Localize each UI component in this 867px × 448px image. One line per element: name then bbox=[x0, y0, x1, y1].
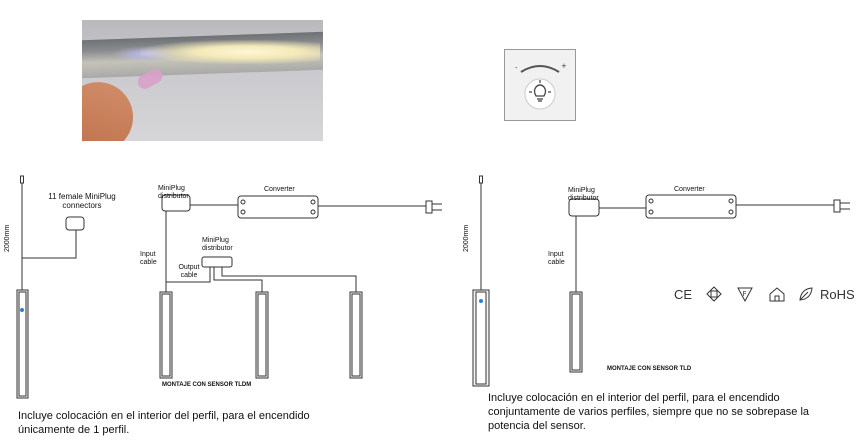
input-cable-label-right: Input cable bbox=[548, 251, 565, 266]
converter-label: Converter bbox=[264, 186, 295, 193]
right-single-profile bbox=[472, 175, 490, 387]
assembly-title-right: MONTAJE CON SENSOR TLD bbox=[607, 366, 692, 372]
caption-right: Incluye colocación en el interior del pe… bbox=[488, 392, 810, 432]
f-mark-icon: F bbox=[737, 286, 753, 305]
svg-text:-: - bbox=[515, 64, 518, 72]
distributor-label-right: MiniPlug distributor bbox=[568, 187, 599, 202]
left-single-profile bbox=[16, 175, 85, 399]
home-icon bbox=[768, 286, 786, 305]
distributor-label: MiniPlug distributor bbox=[158, 185, 189, 200]
length-label-left: 2000mm bbox=[4, 224, 11, 252]
right-multi-system bbox=[568, 194, 850, 373]
sensor-touch-icon: - + bbox=[504, 49, 576, 121]
assembly-title-left: MONTAJE CON SENSOR TLDM bbox=[162, 382, 252, 388]
ce-mark-icon: CE bbox=[674, 287, 693, 302]
sensor-dot bbox=[20, 308, 24, 312]
eco-leaf-icon bbox=[798, 286, 814, 305]
distributor2-label: MiniPlug distributor bbox=[202, 237, 233, 252]
connectors-label: 11 female MiniPlug connectors bbox=[48, 192, 116, 210]
converter-label-right: Converter bbox=[674, 186, 705, 193]
touch-photo bbox=[82, 20, 323, 141]
warm-glow bbox=[140, 40, 320, 64]
svg-text:+: + bbox=[561, 62, 567, 70]
input-cable-label: Input cable bbox=[140, 251, 157, 266]
rohs-label: RoHS bbox=[820, 287, 855, 302]
output-cable-label: Output cable bbox=[178, 264, 200, 279]
caption-left: Incluye colocación en el interior del pe… bbox=[18, 410, 310, 436]
svg-text:F: F bbox=[743, 290, 747, 298]
sensor-dot bbox=[479, 299, 483, 303]
length-label-right: 2000mm bbox=[463, 224, 470, 252]
class-ii-icon bbox=[706, 286, 722, 305]
left-multi-system bbox=[159, 194, 442, 379]
